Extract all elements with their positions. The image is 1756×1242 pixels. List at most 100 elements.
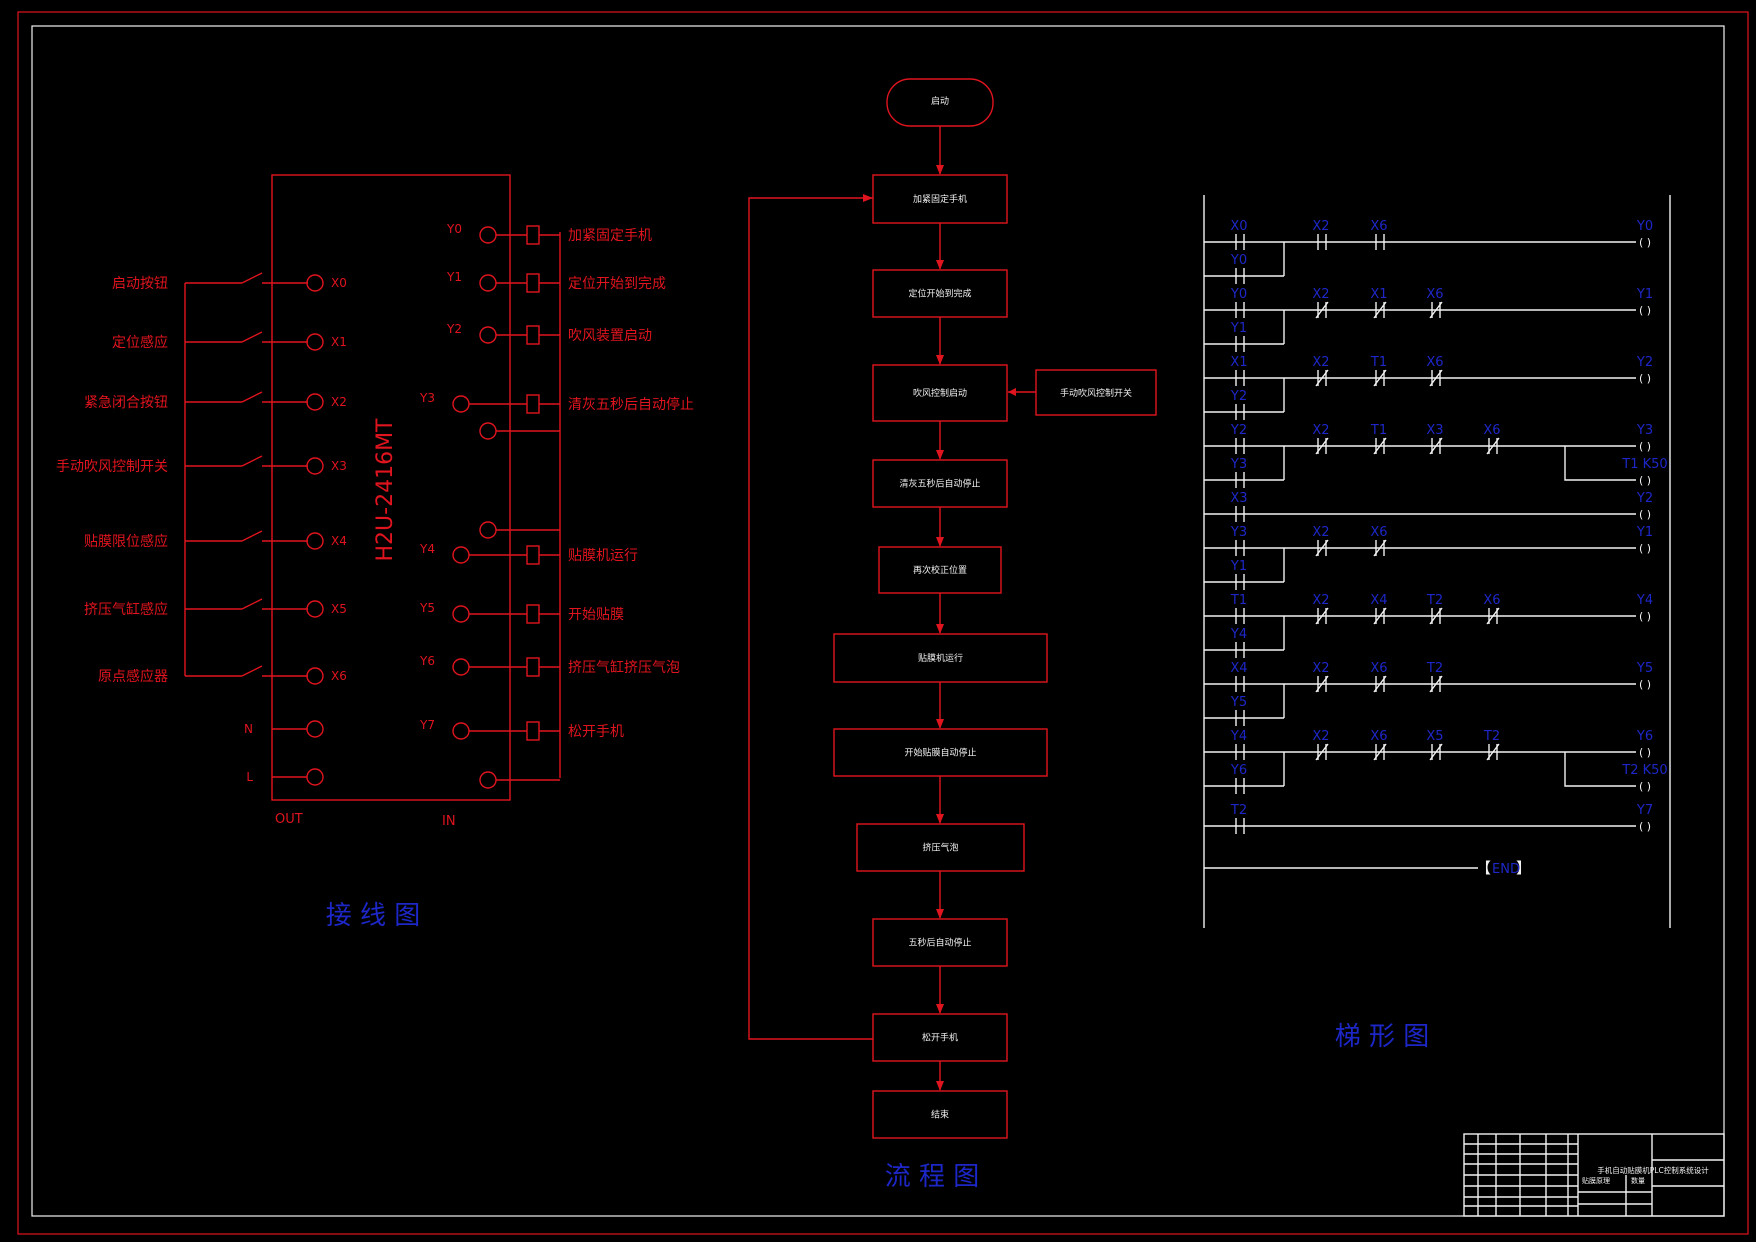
- output-label-3: 清灰五秒后自动停止: [568, 396, 694, 413]
- rung-8-coil-0: ( ): [1639, 746, 1651, 759]
- input-switch-5: [241, 598, 263, 610]
- input-terminal-label-6: X6: [331, 669, 347, 683]
- rung-0-coil-0: ( ): [1639, 236, 1651, 249]
- rung-5-coil-0-label: Y1: [1636, 525, 1653, 540]
- output-terminal-0: [479, 226, 497, 244]
- rung-4-contact-0-label: X3: [1230, 491, 1247, 506]
- output-load-6: [526, 657, 540, 677]
- rung-2-contact-0-label: X1: [1230, 355, 1247, 370]
- output-terminal-label-2: Y2: [446, 322, 462, 336]
- rung-3-coil-0-label: Y3: [1636, 423, 1653, 438]
- title-block: 手机自动贴膜机PLC控制系统设计 贴膜原理 数量: [1463, 1133, 1725, 1217]
- output-terminal-label-1: Y1: [446, 270, 462, 284]
- rung-3-branch-label: Y3: [1230, 457, 1247, 472]
- rung-8-contact-4-label: T2: [1483, 729, 1500, 744]
- output-terminal-label-7: Y7: [419, 718, 435, 732]
- rung-2-contact-2-label: T1: [1370, 355, 1387, 370]
- output-terminal-label-6: Y6: [419, 654, 435, 668]
- rung-3-contact-3-label: X3: [1426, 423, 1443, 438]
- rung-8-coil-1-label: T2 K50: [1621, 763, 1667, 778]
- input-label-3: 手动吹风控制开关: [56, 459, 168, 475]
- input-label-6: 原点感应器: [98, 668, 168, 685]
- output-terminal-5: [452, 605, 470, 623]
- rung-7-coil-0: ( ): [1639, 678, 1651, 691]
- rung-8-contact-3-label: X5: [1426, 729, 1443, 744]
- ladder-title: 梯 形 图: [1335, 1022, 1430, 1052]
- rung-8-contact-2-label: X6: [1370, 729, 1387, 744]
- output-terminal-6: [452, 658, 470, 676]
- flow-side-input-label: 手动吹风控制开关: [1060, 387, 1132, 399]
- rung-7-branch-label: Y5: [1230, 695, 1247, 710]
- output-terminal-label-4: Y4: [419, 542, 435, 556]
- rung-8-coil-1: ( ): [1639, 780, 1651, 793]
- rung-8-coil-0-label: Y6: [1636, 729, 1653, 744]
- flow-step-label-1: 定位开始到完成: [908, 288, 971, 300]
- input-terminal-3: [306, 457, 324, 475]
- power-label-1: L: [246, 770, 253, 784]
- com-terminal-2: [479, 771, 497, 789]
- output-load-4: [526, 545, 540, 565]
- rung-3-contact-2-label: T1: [1370, 423, 1387, 438]
- output-load-2: [526, 325, 540, 345]
- input-terminal-label-5: X5: [331, 602, 347, 616]
- outer-frame: [17, 11, 1749, 1235]
- power-terminal-0: [306, 720, 324, 738]
- flow-step-label-7: 挤压气泡: [922, 842, 958, 854]
- power-terminal-1: [306, 768, 324, 786]
- rung-1-contact-0-label: Y0: [1230, 287, 1247, 302]
- rung-3-contact-0-label: Y2: [1230, 423, 1247, 438]
- rung-2-coil-0-label: Y2: [1636, 355, 1653, 370]
- input-terminal-4: [306, 532, 324, 550]
- input-terminal-label-4: X4: [331, 534, 347, 548]
- rung-8-contact-0-label: Y4: [1230, 729, 1247, 744]
- rung-1-coil-0: ( ): [1639, 304, 1651, 317]
- input-label-1: 定位感应: [112, 334, 168, 351]
- rung-6-contact-3-label: T2: [1426, 593, 1443, 608]
- output-terminal-7: [452, 722, 470, 740]
- rung-2-contact-1-label: X2: [1312, 355, 1329, 370]
- rung-0-coil-0-label: Y0: [1636, 219, 1653, 234]
- output-terminal-label-3: Y3: [419, 391, 435, 405]
- rung-5-branch-label: Y1: [1230, 559, 1247, 574]
- output-terminal-label-5: Y5: [419, 601, 435, 615]
- input-label-2: 紧急闭合按钮: [84, 395, 168, 411]
- rung-5-contact-0-label: Y3: [1230, 525, 1247, 540]
- input-label-5: 挤压气缸感应: [84, 601, 168, 618]
- rung-5-coil-0: ( ): [1639, 542, 1651, 555]
- input-terminal-label-0: X0: [331, 276, 347, 290]
- output-terminal-3: [452, 395, 470, 413]
- rung-7-coil-0-label: Y5: [1636, 661, 1653, 676]
- flow-step-label-0: 加紧固定手机: [913, 193, 967, 205]
- rung-2-coil-0: ( ): [1639, 372, 1651, 385]
- plc-model: H2U-2416MT: [373, 418, 398, 562]
- rung-3-contact-4-label: X6: [1483, 423, 1500, 438]
- flow-title: 流 程 图: [885, 1162, 980, 1192]
- rung-6-contact-4-label: X6: [1483, 593, 1500, 608]
- rung-6-coil-0: ( ): [1639, 610, 1651, 623]
- rung-0-contact-0-label: X0: [1230, 219, 1247, 234]
- output-terminal-1: [479, 274, 497, 292]
- output-label-6: 挤压气缸挤压气泡: [568, 659, 680, 676]
- output-label-5: 开始贴膜: [568, 607, 624, 623]
- rung-2-contact-3-label: X6: [1426, 355, 1443, 370]
- ladder-end: 【: [1476, 859, 1491, 877]
- output-load-5: [526, 604, 540, 624]
- flow-chart: 启动 加紧固定手机定位开始到完成吹风控制启动清灰五秒后自动停止再次校正位置贴膜机…: [748, 78, 1157, 1192]
- rung-6-contact-1-label: X2: [1312, 593, 1329, 608]
- input-label-0: 启动按钮: [112, 276, 168, 292]
- flow-step-label-6: 开始贴膜自动停止: [904, 747, 976, 759]
- flow-step-label-10: 结束: [931, 1109, 949, 1121]
- output-label-7: 松开手机: [568, 724, 624, 740]
- output-load-7: [526, 721, 540, 741]
- flow-step-label-4: 再次校正位置: [913, 564, 967, 576]
- output-terminal-label-0: Y0: [446, 222, 462, 236]
- output-terminal-4: [452, 546, 470, 564]
- rung-0-branch-label: Y0: [1230, 253, 1247, 268]
- rung-1-coil-0-label: Y1: [1636, 287, 1653, 302]
- input-switch-2: [241, 391, 263, 403]
- plc-body: [271, 174, 511, 801]
- output-load-0: [526, 225, 540, 245]
- output-load-3: [526, 394, 540, 414]
